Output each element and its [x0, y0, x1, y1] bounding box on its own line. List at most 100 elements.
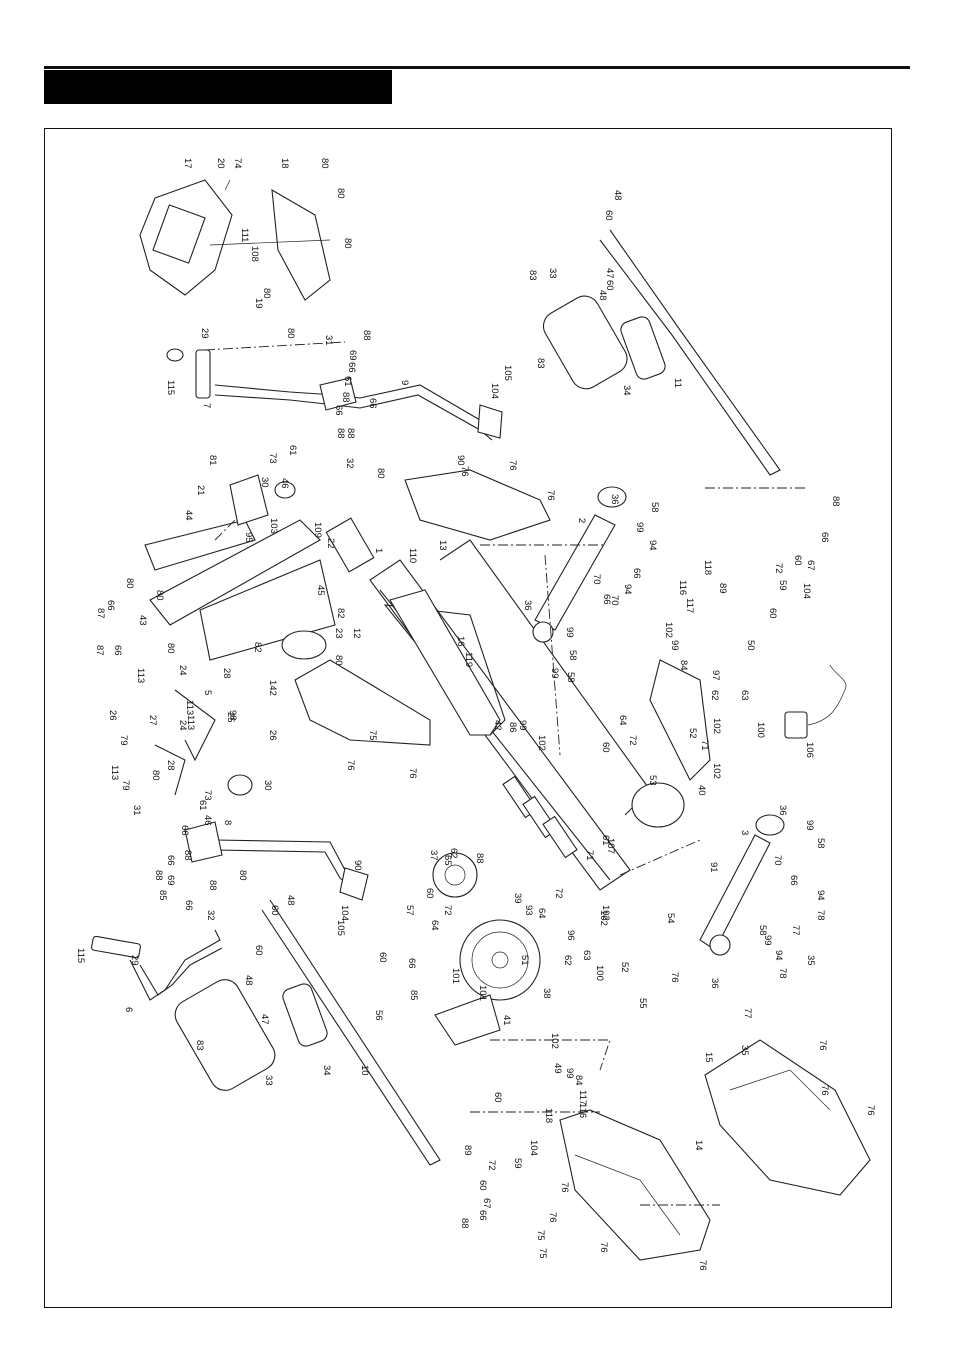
- part-number-label: 60: [767, 608, 778, 619]
- part-number-label: 52: [619, 962, 630, 973]
- part-number-label: 36: [777, 805, 788, 816]
- part-number-label: 87: [95, 608, 106, 619]
- part-number-label: 21: [195, 485, 206, 496]
- part-number-label: 76: [819, 1085, 830, 1096]
- part-number-label: 70: [772, 855, 783, 866]
- part-number-label: 1: [373, 548, 384, 553]
- part-number-label: 80: [165, 643, 176, 654]
- part-number-label: 88: [340, 392, 351, 403]
- part-number-label: 65: [442, 855, 453, 866]
- part-number-label: 18: [279, 158, 290, 169]
- part-number-label: 76: [598, 1242, 609, 1253]
- part-number-label: 12: [351, 628, 362, 639]
- part-number-label: 88: [459, 1218, 470, 1229]
- part-number-label: 31: [131, 805, 142, 816]
- part-number-label: 79: [120, 780, 131, 791]
- part-number-label: 67: [481, 1198, 492, 1209]
- part-number-label: 81: [207, 455, 218, 466]
- part-number-label: 117: [684, 598, 695, 613]
- part-number-label: 83: [194, 1040, 205, 1051]
- part-number-label: 66: [183, 900, 194, 911]
- part-number-label: 38: [541, 988, 552, 999]
- part-number-label: 96: [565, 930, 576, 941]
- part-number-label: 58: [567, 650, 578, 661]
- part-number-label: 115: [165, 380, 176, 395]
- part-number-label: 61: [287, 445, 298, 456]
- part-number-label: 74: [232, 158, 243, 169]
- part-number-label: 5: [202, 690, 213, 695]
- diagram-frame: [44, 128, 892, 1308]
- part-number-label: 103: [268, 518, 279, 534]
- part-number-label: 2: [576, 518, 587, 523]
- part-number-label: 29: [199, 328, 210, 339]
- part-number-label: 24: [177, 720, 188, 731]
- part-number-label: 100: [594, 965, 605, 981]
- part-number-label: 94: [647, 540, 658, 551]
- part-number-label: 23: [333, 628, 344, 639]
- part-number-label: 77: [790, 925, 801, 936]
- part-number-label: 83: [535, 358, 546, 369]
- part-number-label: 80: [333, 655, 344, 666]
- part-number-label: 11: [672, 378, 683, 388]
- part-number-label: 63: [581, 950, 592, 961]
- part-number-label: 80: [150, 770, 161, 781]
- part-number-label: 113: [109, 765, 120, 780]
- power-adapter: [784, 664, 847, 739]
- part-number-label: 45: [315, 585, 326, 596]
- part-number-label: 85: [408, 990, 419, 1001]
- part-number-label: 66: [819, 532, 830, 543]
- part-number-label: 113: [184, 700, 195, 715]
- part-number-label: 17: [182, 158, 193, 169]
- upper-handle-left: [91, 821, 369, 1001]
- part-number-label: 93: [523, 905, 534, 916]
- part-number-label: 60: [792, 555, 803, 566]
- part-number-label: 32: [205, 910, 216, 921]
- part-number-label: 97: [710, 670, 721, 681]
- part-number-label: 30: [259, 477, 270, 488]
- part-number-label: 91: [708, 862, 719, 873]
- part-number-label: 60: [604, 280, 615, 291]
- part-number-label: 33: [263, 1075, 274, 1086]
- part-number-label: 26: [267, 730, 278, 741]
- part-number-label: 98: [227, 710, 238, 721]
- part-number-label: 113: [185, 715, 196, 730]
- part-number-label: 60: [603, 210, 614, 221]
- part-number-label: 29: [129, 955, 140, 966]
- part-number-label: 75: [537, 1248, 548, 1259]
- console-assembly: [139, 179, 331, 301]
- part-number-label: 58: [565, 672, 576, 683]
- part-number-label: 66: [112, 645, 123, 656]
- part-number-label: 89: [717, 583, 728, 594]
- part-number-label: 64: [617, 715, 628, 726]
- part-number-label: 60: [253, 945, 264, 956]
- section-header-bar: [44, 70, 392, 104]
- part-number-label: 88: [474, 853, 485, 864]
- part-number-label: 27: [147, 715, 158, 726]
- main-frame: [369, 539, 651, 891]
- part-number-label: 80: [319, 158, 330, 169]
- part-number-label: 24: [177, 665, 188, 676]
- part-number-label: 80: [285, 328, 296, 339]
- part-number-label: 99: [669, 640, 680, 651]
- part-number-label: 102: [598, 910, 609, 926]
- part-number-label: 80: [237, 870, 248, 881]
- part-number-label: 39: [512, 893, 523, 904]
- part-number-label: 101: [477, 985, 488, 1001]
- part-number-label: 102: [711, 763, 722, 779]
- part-number-label: 59: [512, 1158, 523, 1169]
- part-number-label: 76: [559, 1182, 570, 1193]
- part-number-label: 107: [605, 838, 616, 854]
- part-number-label: 50: [745, 640, 756, 651]
- part-number-label: 8: [222, 820, 233, 825]
- part-number-label: 76: [817, 1040, 828, 1051]
- part-number-label: 104: [801, 583, 812, 599]
- part-number-label: 19: [253, 298, 264, 309]
- part-number-label: 48: [597, 290, 608, 301]
- part-number-label: 84: [573, 1075, 584, 1086]
- part-number-label: 102: [663, 622, 674, 638]
- part-number-label: 48: [285, 895, 296, 906]
- part-number-label: 61: [197, 800, 208, 811]
- part-number-label: 86: [507, 722, 518, 733]
- part-number-label: 115: [75, 948, 86, 963]
- part-number-label: 3: [739, 830, 750, 835]
